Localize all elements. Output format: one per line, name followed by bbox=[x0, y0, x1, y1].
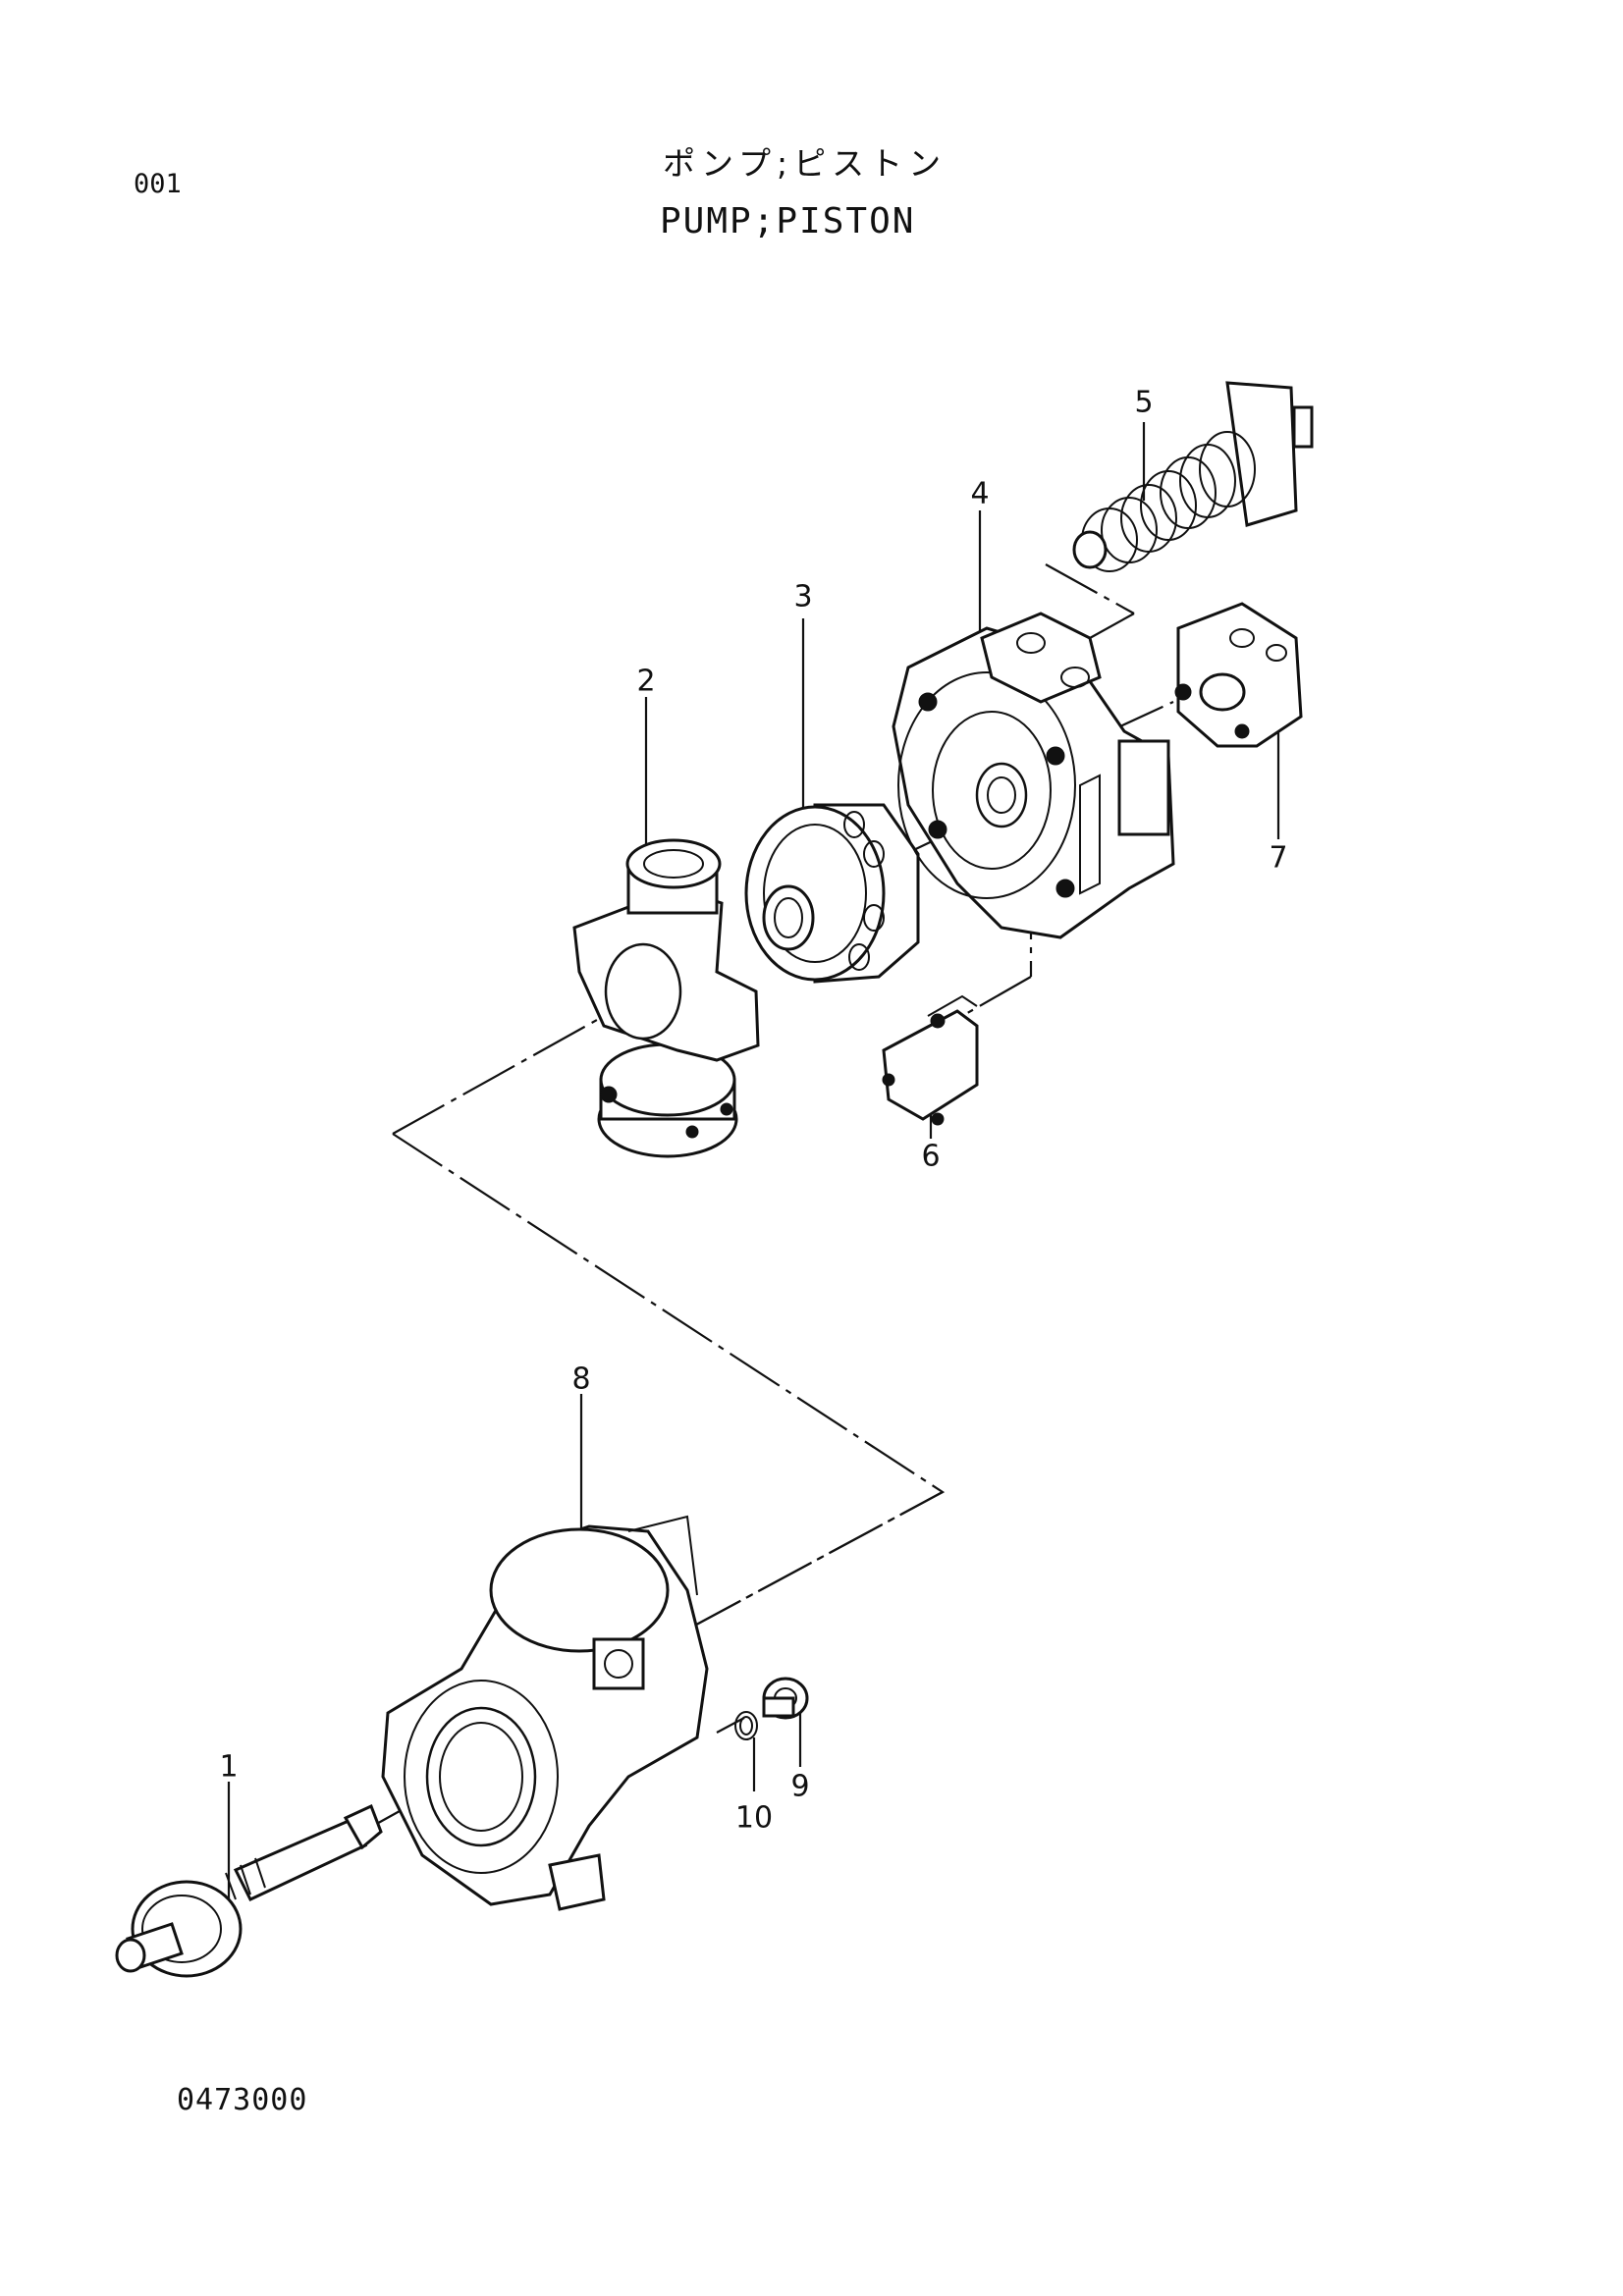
leader-lines bbox=[227, 422, 1280, 1904]
title-japanese: ポンプ;ピストン bbox=[663, 144, 947, 183]
regulator-valve-icon bbox=[882, 994, 979, 1126]
valve-cover-icon bbox=[892, 612, 1175, 939]
callout-5: 5 bbox=[1134, 385, 1154, 420]
shaft-icon bbox=[115, 1803, 383, 1978]
callout-6: 6 bbox=[921, 1139, 941, 1174]
page-number: 001 bbox=[134, 169, 182, 199]
o-ring-icon bbox=[734, 1711, 758, 1740]
control-valve-icon bbox=[1174, 602, 1303, 748]
callout-4: 4 bbox=[970, 476, 990, 511]
callout-8: 8 bbox=[571, 1362, 591, 1397]
title-english: PUMP;PISTON bbox=[660, 201, 916, 241]
plug-icon bbox=[762, 1677, 809, 1720]
pump-housing-icon bbox=[381, 1515, 709, 1911]
callout-10: 10 bbox=[734, 1800, 774, 1836]
callout-2: 2 bbox=[636, 664, 656, 699]
callout-3: 3 bbox=[793, 579, 813, 614]
callout-9: 9 bbox=[790, 1769, 810, 1804]
spring-piston-icon bbox=[1072, 381, 1314, 572]
swash-plate-icon bbox=[572, 838, 760, 1158]
callout-7: 7 bbox=[1269, 840, 1288, 876]
drawing-number: 0473000 bbox=[177, 2083, 308, 2117]
callout-1: 1 bbox=[219, 1749, 239, 1785]
cylinder-block-icon bbox=[744, 803, 920, 984]
